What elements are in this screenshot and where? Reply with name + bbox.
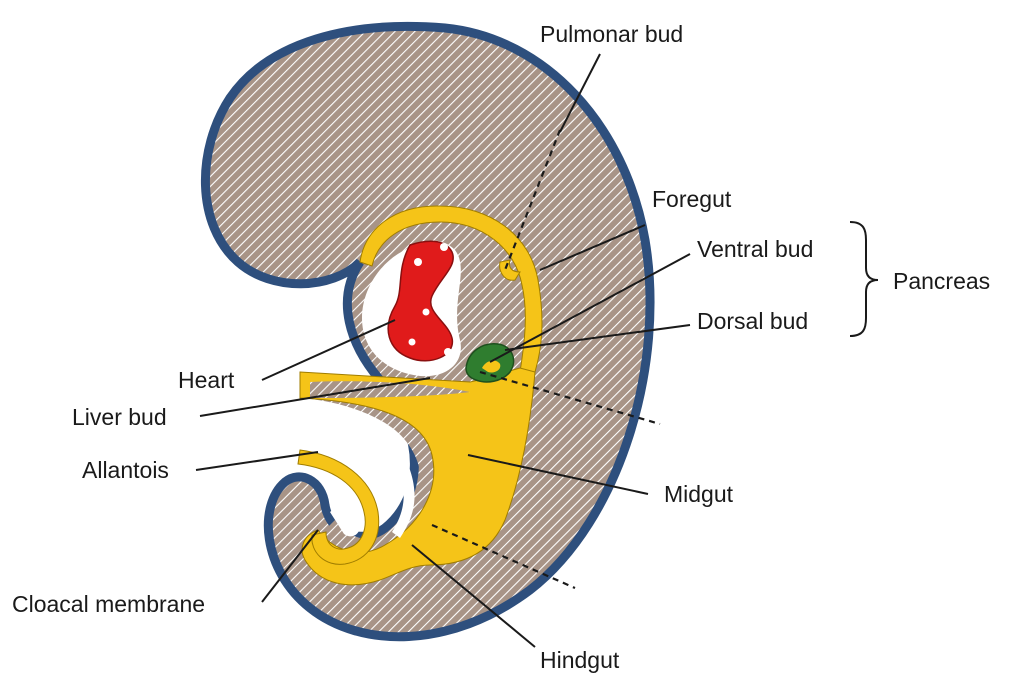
pancreas-brace [850,222,878,336]
label-liver-bud: Liver bud [72,404,167,430]
heart-dot [409,339,416,346]
label-midgut: Midgut [664,481,734,507]
heart-dot [444,348,452,356]
heart-dot [414,258,422,266]
label-heart: Heart [178,367,235,393]
heart-dot [440,243,448,251]
label-pulmonar-bud: Pulmonar bud [540,21,683,47]
label-hindgut: Hindgut [540,647,620,673]
label-cloacal-membrane: Cloacal membrane [12,591,205,617]
label-ventral-bud: Ventral bud [697,236,813,262]
label-pancreas: Pancreas [893,268,990,294]
heart-dot [423,309,430,316]
label-allantois: Allantois [82,457,169,483]
label-foregut: Foregut [652,186,732,212]
label-dorsal-bud: Dorsal bud [697,308,808,334]
